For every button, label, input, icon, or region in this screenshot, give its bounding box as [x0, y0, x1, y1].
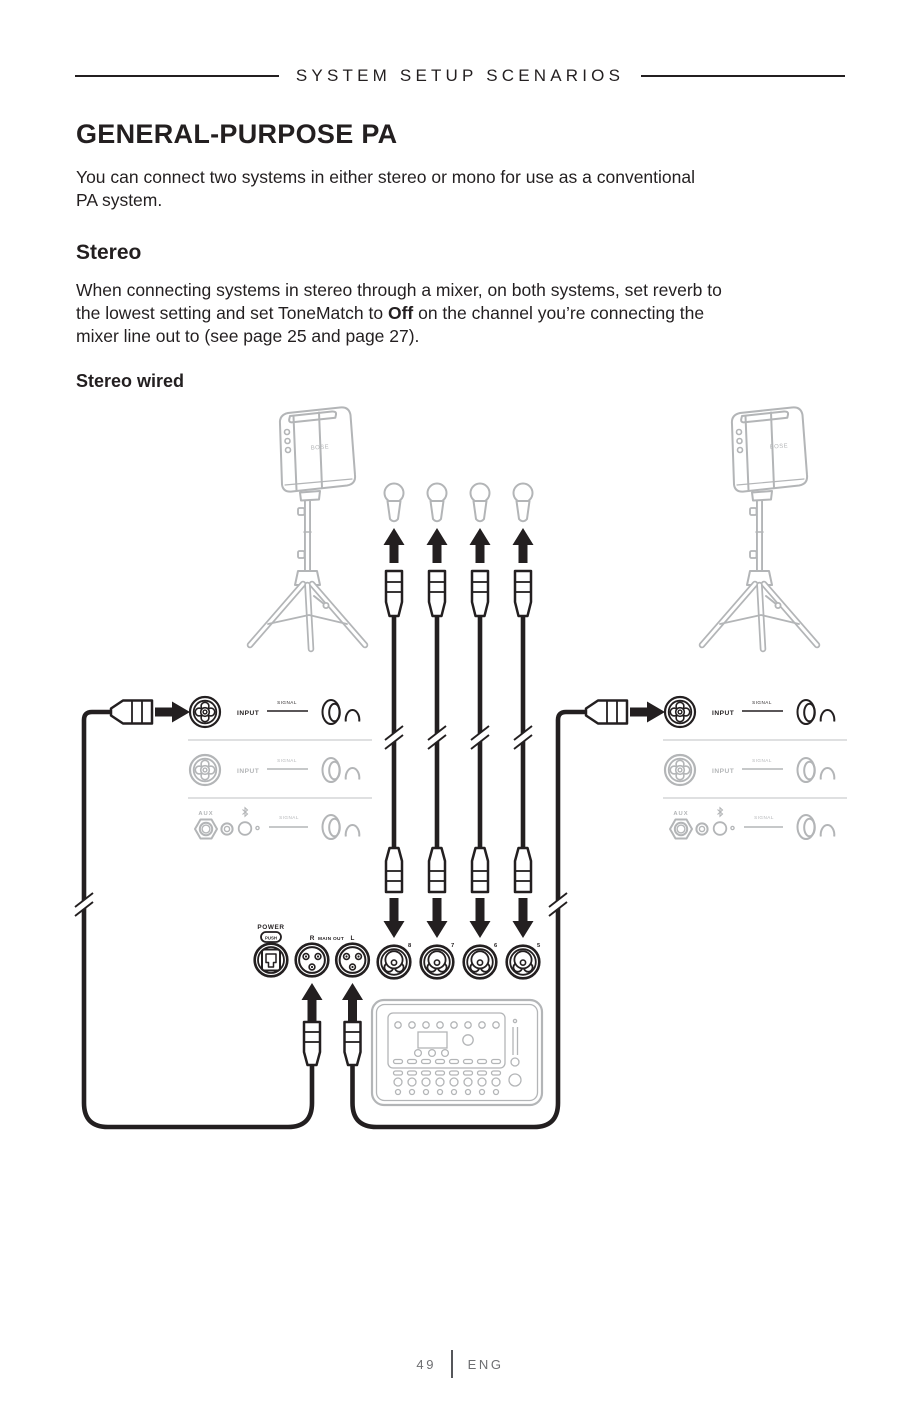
- mixer-rear-panel: POWER PUSH R MAIN OUT L 8 7 6 5: [253, 924, 541, 980]
- volume-knob-icon: [796, 757, 836, 783]
- mixer-illustration: [370, 998, 544, 1107]
- left-speaker-input-panel: INPUT SIGNAL INPUT SIGNAL AUX: [109, 695, 372, 840]
- language-label: ENG: [467, 1356, 504, 1372]
- input-1-row: INPUT SIGNAL: [663, 695, 836, 729]
- header-title: SYSTEM SETUP SCENARIOS: [295, 66, 625, 85]
- push-label: PUSH: [265, 936, 277, 941]
- main-out-l-label: L: [351, 935, 355, 942]
- intro-line-2: PA system.: [76, 190, 163, 211]
- input-label: INPUT: [237, 710, 259, 717]
- aux-label: AUX: [673, 811, 688, 817]
- volume-knob-icon: [321, 757, 361, 783]
- channel-7-label: 7: [451, 943, 454, 949]
- right-speaker-cable: [350, 709, 586, 1130]
- microphone-cable-1: [384, 484, 405, 939]
- page-number: 49: [416, 1356, 437, 1372]
- microphone-cable-4: [513, 484, 534, 939]
- channel-8-jack: [376, 944, 412, 980]
- channel-6-jack: [462, 944, 498, 980]
- input-1-combo-jack-icon: [663, 695, 697, 729]
- aux-label: AUX: [198, 811, 213, 817]
- page-header: SYSTEM SETUP SCENARIOS: [75, 66, 846, 86]
- stereo-line-1: When connecting systems in stereo throug…: [76, 280, 722, 300]
- volume-knob-icon: [796, 699, 836, 725]
- jack-icon: [698, 825, 706, 833]
- left-speaker-cable: [81, 709, 315, 1130]
- bluetooth-button-icon: [237, 821, 253, 836]
- page-footer: 49 ENG: [0, 1350, 920, 1378]
- input-2-combo-jack-icon: [188, 753, 222, 787]
- aux-row: AUX SIGNAL: [194, 806, 361, 840]
- aux-jack-icon: [194, 818, 218, 840]
- input-label: INPUT: [712, 768, 734, 775]
- right-speaker-input-panel: INPUT SIGNAL INPUT SIGNAL AUX SIG: [584, 695, 847, 840]
- jack-icon: [223, 825, 231, 833]
- channel-7-jack: [419, 944, 455, 980]
- bose-logo: BOSE: [311, 444, 330, 451]
- intro-paragraph: You can connect two systems in either st…: [76, 166, 695, 212]
- volume-knob-icon: [321, 699, 361, 725]
- input-2-row: INPUT SIGNAL: [663, 753, 836, 787]
- input-2-row: INPUT SIGNAL: [188, 753, 361, 787]
- stereo-paragraph: When connecting systems in stereo throug…: [76, 279, 722, 349]
- signal-label: SIGNAL: [752, 758, 772, 763]
- main-out-label: MAIN OUT: [318, 936, 344, 942]
- aux-jack-icon: [669, 818, 693, 840]
- input-1-row: INPUT SIGNAL: [188, 695, 361, 729]
- aux-row: AUX SIGNAL: [669, 806, 836, 840]
- stereo-line-2-post: on the channel you’re connecting the: [413, 303, 705, 324]
- led-icon: [730, 825, 735, 831]
- channel-8-label: 8: [408, 943, 412, 949]
- bluetooth-icon: [242, 806, 249, 818]
- footer-divider: [451, 1350, 453, 1378]
- cable-break-marks: [72, 892, 570, 917]
- volume-knob-icon: [321, 814, 361, 840]
- header-rule-right: [641, 75, 846, 77]
- arrow-into-main-out-l: [342, 983, 363, 1021]
- stereo-line-2-pre: the lowest setting and set ToneMatch to: [76, 303, 388, 324]
- signal-label: SIGNAL: [279, 815, 299, 820]
- xlr-plug-into-left-speaker: [109, 699, 192, 725]
- main-out-l-jack: [334, 942, 371, 978]
- power-connector-icon: [253, 942, 289, 978]
- xlr-plug-into-right-speaker: [584, 699, 667, 725]
- signal-label: SIGNAL: [754, 815, 774, 820]
- main-out-r-label: R: [310, 935, 315, 942]
- left-speaker-illustration: [250, 407, 365, 649]
- bluetooth-button-icon: [712, 821, 728, 836]
- input-2-combo-jack-icon: [663, 753, 697, 787]
- main-out-r-jack: [294, 942, 330, 978]
- stereo-line-3: mixer line out to (see page 25 and page …: [76, 326, 420, 347]
- stereo-wired-heading: Stereo wired: [76, 371, 185, 391]
- channel-5-label: 5: [537, 943, 541, 949]
- stereo-wired-diagram: BOSE BOSE INPUT SIGNAL INPUT SIGNAL: [72, 398, 847, 1130]
- bluetooth-icon: [717, 806, 724, 818]
- input-label: INPUT: [712, 710, 734, 717]
- input-label: INPUT: [237, 768, 259, 775]
- channel-5-jack: [505, 944, 541, 980]
- xlr-plug-into-main-out-r: [302, 1020, 322, 1067]
- microphone-cable-2: [427, 484, 448, 939]
- volume-knob-icon: [796, 814, 836, 840]
- header-rule-left: [75, 75, 279, 77]
- microphone-cable-3: [470, 484, 491, 939]
- stereo-line-2: the lowest setting and set ToneMatch to …: [76, 302, 722, 325]
- speaker-cables: [81, 709, 586, 1130]
- signal-label: SIGNAL: [277, 700, 297, 705]
- xlr-plug-into-main-out-l: [343, 1020, 362, 1067]
- right-speaker-illustration: [702, 407, 817, 649]
- push-badge: [260, 931, 282, 943]
- signal-label: SIGNAL: [277, 758, 297, 763]
- arrow-into-main-out-r: [301, 983, 323, 1021]
- intro-line-1: You can connect two systems in either st…: [76, 167, 696, 187]
- stereo-line-2-off: Off: [387, 303, 414, 324]
- channel-6-label: 6: [494, 943, 498, 949]
- stereo-heading: Stereo: [76, 241, 142, 264]
- power-label: POWER: [257, 924, 284, 931]
- signal-label: SIGNAL: [752, 700, 772, 705]
- led-icon: [255, 825, 260, 831]
- input-1-combo-jack-icon: [188, 695, 222, 729]
- section-heading: GENERAL-PURPOSE PA: [76, 119, 398, 149]
- bose-logo: BOSE: [770, 443, 789, 450]
